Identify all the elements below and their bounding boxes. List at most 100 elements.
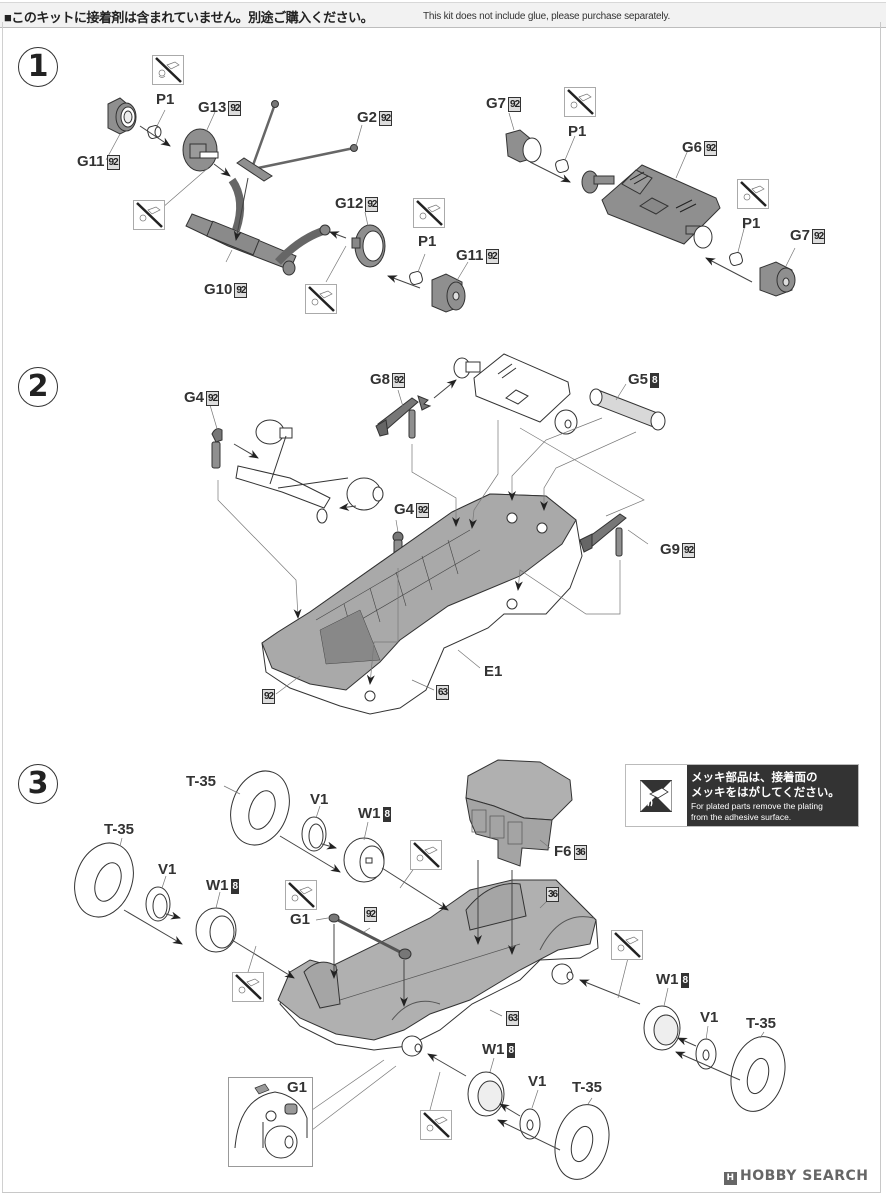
plated-notice-text: メッキ部品は、接着面の メッキをはがしてください。 For plated par… (687, 765, 858, 826)
part-g7-upper (505, 129, 542, 163)
step2-rear-axle (453, 353, 578, 435)
part-w1-upper (343, 837, 385, 883)
watermark-text: HOBBY SEARCH (740, 1168, 869, 1184)
color-callout-36: 36 (544, 886, 560, 902)
page-border-bottom (2, 1192, 881, 1193)
step2-front-axle (235, 419, 384, 524)
part-v1-right (695, 1038, 717, 1070)
color-badge: 92 (416, 503, 430, 518)
part-id: G2 (357, 109, 378, 126)
color-badge: 8 (230, 879, 240, 894)
color-badge: 92 (364, 907, 378, 922)
part-g5 (589, 388, 666, 431)
part-g11-upper (107, 97, 137, 135)
part-id: T-35 (186, 773, 217, 790)
plated-notice-en-line2: from the adhesive surface. (691, 812, 792, 822)
label-g1-inset: G1 (287, 1079, 308, 1096)
color-badge: 92 (262, 689, 276, 704)
part-g1-rod (328, 913, 412, 960)
label-t35-right: T-35 (746, 1016, 776, 1032)
step3-wheels-drawing (74, 759, 786, 1180)
part-v1-left (145, 886, 171, 922)
color-badge: 8 (382, 807, 392, 822)
no-glue-icon (413, 198, 445, 228)
rear-hub-right (551, 963, 574, 985)
part-p1-lower (409, 271, 423, 285)
g1-detail-inset: G1 (228, 1077, 313, 1167)
part-id: W1 (482, 1041, 505, 1058)
part-body-chassis (277, 879, 599, 1051)
part-id: G8 (370, 371, 391, 388)
part-t35-bottom (554, 1104, 610, 1180)
part-p1-r-upper (555, 159, 569, 173)
color-badge: 92 (812, 229, 826, 244)
label-p1-r-lower: P1 (742, 216, 760, 232)
label-t35-left: T-35 (104, 822, 134, 838)
color-badge: 8 (650, 373, 659, 388)
part-id: F6 (554, 843, 572, 860)
part-w1-right (643, 1005, 681, 1051)
part-id: W1 (656, 971, 679, 988)
part-id: G7 (790, 227, 811, 244)
glue-notice-en: This kit does not include glue, please p… (423, 11, 671, 22)
label-p1-lower: P1 (418, 234, 436, 250)
label-v1-bottom: V1 (528, 1074, 546, 1090)
color-callout-92-rod: 92 (362, 906, 378, 922)
part-g9 (579, 513, 627, 557)
part-id: W1 (358, 805, 381, 822)
no-glue-icon (232, 972, 264, 1002)
step1-front-axle-drawing (105, 97, 469, 313)
part-id: G12 (335, 195, 364, 212)
part-p1-r-lower (729, 252, 743, 266)
plated-parts-notice: メッキ部品は、接着面の メッキをはがしてください。 For plated par… (625, 764, 859, 827)
no-glue-icon (152, 55, 184, 85)
label-v1-upper: V1 (310, 792, 328, 808)
glue-notice-jp: ■このキットに接着剤は含まれていません。別途ご購入ください。 (4, 10, 374, 25)
part-id: G5 (628, 371, 649, 388)
part-id: G7 (486, 95, 507, 112)
label-p1-r-upper: P1 (568, 124, 586, 140)
part-t35-upper (230, 770, 290, 846)
color-badge: 63 (506, 1011, 520, 1026)
step2-chassis-drawing (209, 353, 666, 715)
step-3-number: 3 (18, 764, 58, 804)
part-e1-chassis (261, 493, 583, 715)
color-badge: 92 (379, 111, 393, 126)
part-g12 (351, 224, 386, 268)
no-glue-icon (410, 840, 442, 870)
part-id: P1 (156, 91, 175, 108)
part-id: W1 (206, 877, 229, 894)
part-v1-upper (301, 816, 327, 852)
color-badge: 92 (106, 155, 120, 170)
color-badge: 92 (485, 249, 499, 264)
color-badge: 92 (234, 283, 248, 298)
part-v1-bottom (519, 1108, 541, 1140)
color-callout-92: 92 (260, 688, 276, 704)
part-id: G4 (184, 389, 205, 406)
part-id: V1 (158, 861, 177, 878)
part-id: G11 (456, 247, 484, 264)
g1-detail-drawing (234, 1083, 308, 1159)
no-glue-icon (611, 930, 643, 960)
remove-plating-icon (639, 779, 673, 813)
part-id: E1 (484, 663, 503, 680)
part-id: G10 (204, 281, 233, 298)
part-f6 (465, 759, 573, 867)
part-w1-left (195, 907, 237, 953)
front-hub-right (401, 1035, 423, 1057)
plated-notice-jp-line2: メッキをはがしてください。 (691, 787, 840, 799)
part-t35-left (74, 842, 134, 918)
step-1-number: 1 (18, 47, 58, 87)
